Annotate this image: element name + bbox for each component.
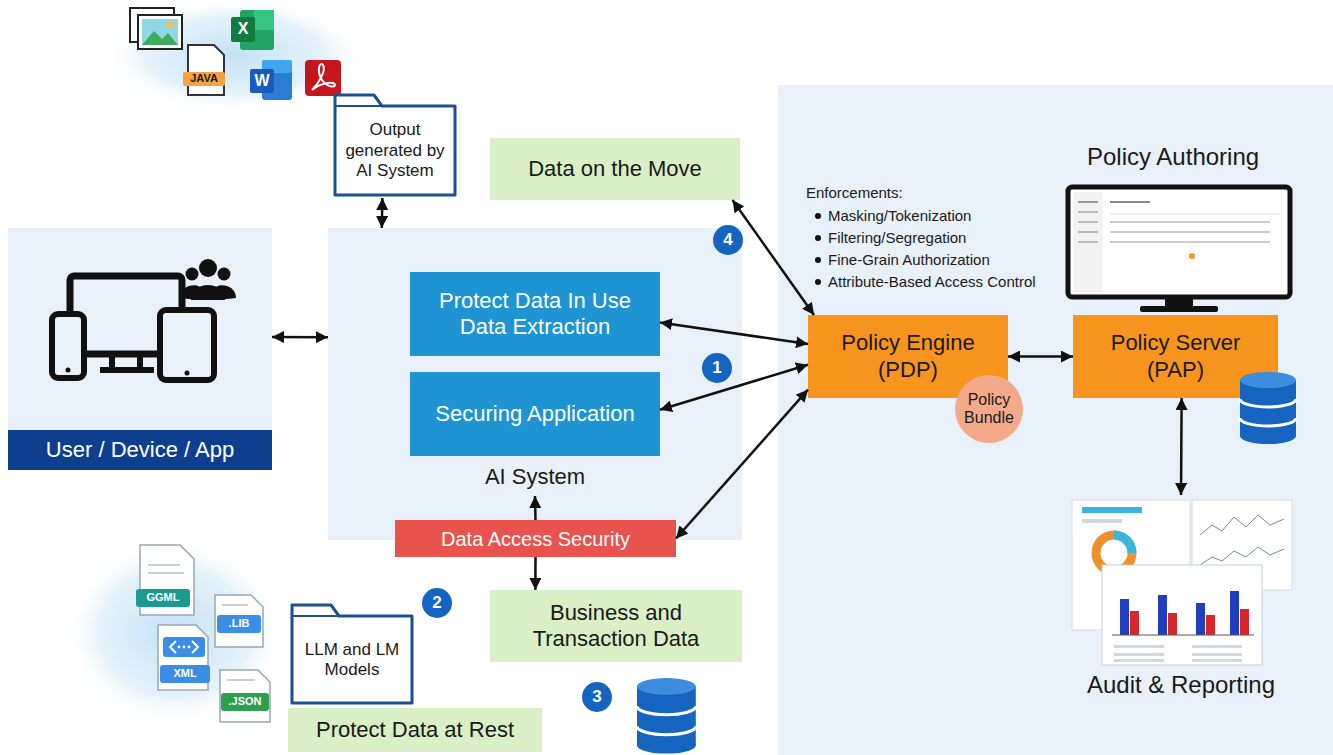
file-tag: .JSON (228, 695, 261, 708)
node-text: Protect Data In Use Data Extraction (424, 288, 646, 341)
callout-number: 3 (592, 687, 601, 707)
node-text: Data Access Security (441, 527, 630, 551)
data-band: Business and Transaction Data (490, 590, 742, 662)
connector-arrow (272, 336, 328, 339)
node-text: Audit & Reporting (1062, 671, 1300, 699)
process-box: Protect Data In Use Data Extraction (410, 272, 660, 356)
device-icons (8, 228, 272, 428)
ggml-file-icon (136, 545, 194, 615)
splash (107, 0, 363, 111)
icon-letter: X (238, 19, 249, 38)
database-icon (1240, 372, 1296, 444)
list-item: Attribute-Based Access Control (828, 273, 1036, 291)
node-text: LLM and LM Models (301, 640, 403, 681)
connector-arrow (660, 322, 808, 344)
connector-arrow (1008, 355, 1073, 358)
node-text: Policy Engine (PDP) (822, 330, 994, 383)
node-text: User / Device / App (8, 430, 272, 470)
excel-icon (231, 10, 274, 50)
image-icon (130, 8, 182, 49)
list-item: Filtering/Segregation (828, 229, 966, 247)
icon-letter: W (254, 71, 269, 90)
security-bar: Data Access Security (395, 520, 676, 557)
java-file-icon (183, 45, 225, 95)
xml-file-icon (158, 625, 210, 690)
file-tag: .LIB (229, 617, 250, 630)
node-text: AI System (328, 464, 742, 490)
user-panel: User / Device / App (8, 228, 272, 470)
node-text: Policy Bundle (959, 391, 1019, 426)
callout-number: 2 (432, 593, 441, 613)
list-heading: Enforcements: (806, 184, 903, 202)
node-text: Protect Data at Rest (316, 717, 514, 743)
list-bullets (815, 213, 821, 285)
models-folder: LLM and LM Models (289, 602, 415, 706)
connector-arrow (534, 557, 537, 590)
node-text: Data on the Move (528, 156, 702, 182)
word-icon (250, 60, 292, 100)
connector-arrow (733, 200, 815, 315)
pdf-icon (305, 60, 341, 96)
connector-arrow (381, 198, 384, 228)
policy-panel (778, 85, 1333, 755)
connector-arrow (660, 365, 808, 410)
process-box: Securing Application (410, 372, 660, 456)
ai-system-panel: AI System Protect Data In Use Data Extrac… (328, 228, 742, 540)
policy-bundle-circle: Policy Bundle (955, 375, 1023, 443)
database-icon (637, 678, 696, 754)
authoring-monitor (1068, 187, 1290, 312)
data-band: Data on the Move (490, 138, 740, 200)
connector-arrow (534, 496, 537, 520)
json-file-icon (220, 670, 270, 722)
list-item: Masking/Tokenization (828, 207, 971, 225)
node-text: Policy Server (PAP) (1087, 330, 1264, 383)
callout-circles (422, 225, 743, 712)
file-tag: JAVA (190, 72, 218, 85)
output-folder: Output generated by AI System (332, 92, 458, 198)
report-sheets (1062, 495, 1300, 667)
splash (67, 540, 283, 724)
connector-arrow (1180, 398, 1183, 495)
callout-number: 4 (723, 230, 732, 250)
callout-number: 1 (712, 358, 721, 378)
section-heading: Policy Authoring (1087, 143, 1259, 172)
lib-file-icon (215, 595, 263, 647)
file-tag: GGML (147, 591, 180, 604)
data-band: Protect Data at Rest (288, 708, 542, 752)
list-item: Fine-Grain Authorization (828, 251, 990, 269)
audit-reports: Audit & Reporting (1062, 495, 1300, 705)
node-text: Output generated by AI System (344, 120, 446, 181)
node-text: Business and Transaction Data (504, 600, 728, 653)
connector-arrow (676, 390, 808, 539)
bar-chart (1102, 565, 1262, 665)
file-tag: XML (173, 667, 196, 680)
node-text: Securing Application (435, 401, 634, 427)
